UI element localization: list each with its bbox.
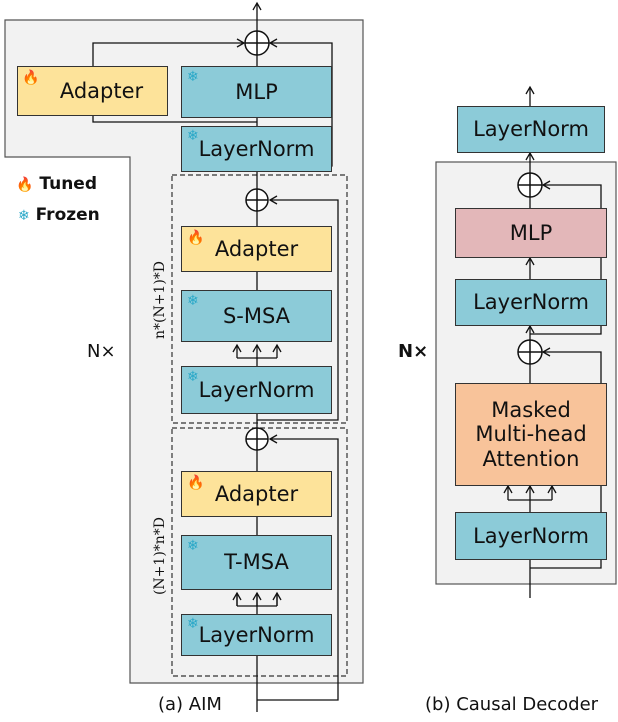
aim-adapter-branch: [92, 116, 257, 123]
aim-tmsa-label: T-MSA: [224, 550, 289, 575]
aim-spatial-residual: [257, 195, 339, 421]
aim-spatial-adapter-block: 🔥 Adapter: [181, 226, 332, 272]
aim-top-adapter-label: Adapter: [59, 78, 144, 103]
flame-icon: 🔥: [187, 230, 205, 246]
aim-top-adapter-block: 🔥 Adapter: [17, 66, 168, 116]
snowflake-icon: ❄: [187, 293, 199, 309]
aim-spatial-layernorm-block: ❄ LayerNorm: [181, 366, 332, 414]
aim-top-layernorm-label: LayerNorm: [198, 136, 315, 161]
aim-repeat-label: N×: [87, 341, 116, 362]
temporal-dim-label: (N+1)*n*D: [152, 516, 168, 596]
aim-panel: [4, 19, 364, 684]
snowflake-icon: ❄: [187, 538, 199, 554]
legend-frozen: ❄ Frozen: [18, 205, 100, 225]
decoder-mlp-block: MLP: [455, 208, 607, 258]
snowflake-icon: ❄: [187, 69, 199, 85]
spatial-dashed-box: [171, 174, 348, 424]
legend-frozen-label: Frozen: [35, 205, 100, 225]
aim-spatial-adapter-label: Adapter: [214, 236, 299, 261]
aim-temporal-adapter-label: Adapter: [214, 481, 299, 506]
flame-icon: 🔥: [16, 177, 34, 193]
legend-tuned-label: Tuned: [39, 174, 97, 194]
decoder-repeat-label: N×: [398, 341, 429, 362]
aim-smsa-label: S-MSA: [222, 303, 291, 328]
spatial-dim-label: n*(N+1)*D: [152, 260, 168, 340]
aim-temporal-residual: [257, 434, 339, 701]
snowflake-icon: ❄: [187, 369, 199, 385]
aim-top-layernorm-block: ❄ LayerNorm: [181, 126, 332, 172]
aim-tmsa-block: ❄ T-MSA: [181, 535, 332, 590]
decoder-mid-layernorm-block: LayerNorm: [455, 279, 607, 326]
flame-icon: 🔥: [22, 70, 40, 86]
aim-spatial-layernorm-label: LayerNorm: [198, 377, 315, 402]
aim-caption: (a) AIM: [158, 694, 222, 715]
temporal-dashed-box: [171, 427, 348, 677]
snowflake-icon: ❄: [187, 128, 199, 144]
decoder-attention-block: Masked Multi-head Attention: [455, 383, 607, 486]
legend-tuned: 🔥 Tuned: [16, 174, 97, 194]
dec-mlp-residual: [530, 180, 602, 335]
snowflake-icon: ❄: [18, 208, 30, 224]
decoder-bottom-layernorm-block: LayerNorm: [455, 512, 607, 560]
decoder-caption: (b) Causal Decoder: [425, 694, 599, 715]
decoder-top-layernorm-block: LayerNorm: [457, 106, 605, 153]
aim-temporal-layernorm-block: ❄ LayerNorm: [181, 614, 332, 656]
aim-temporal-layernorm-label: LayerNorm: [198, 622, 315, 647]
snowflake-icon: ❄: [187, 616, 199, 632]
aim-mlp-label: MLP: [235, 79, 278, 104]
aim-smsa-block: ❄ S-MSA: [181, 290, 332, 342]
flame-icon: 🔥: [187, 475, 205, 491]
aim-mlp-block: ❄ MLP: [181, 66, 332, 118]
aim-temporal-adapter-block: 🔥 Adapter: [181, 471, 332, 517]
